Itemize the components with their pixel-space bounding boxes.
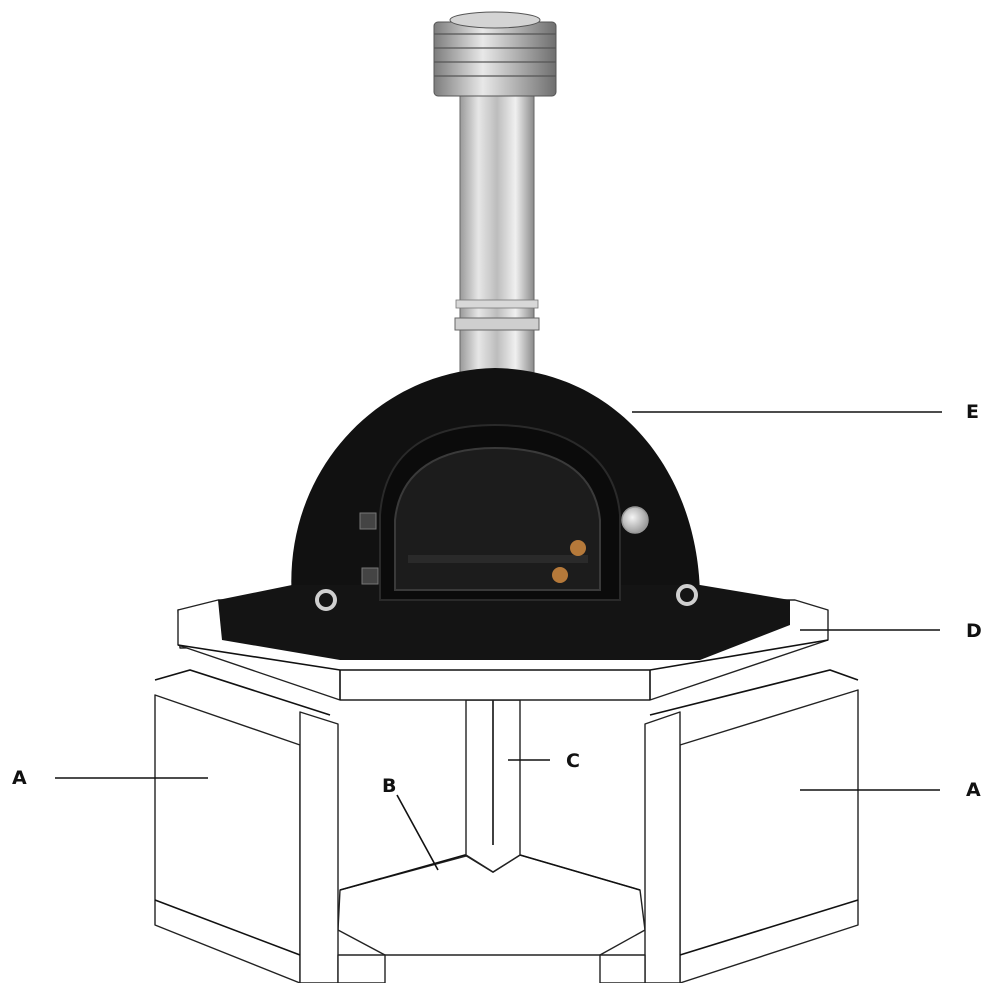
lift-ring-right bbox=[676, 584, 698, 606]
center-support bbox=[465, 699, 521, 873]
lift-ring-left bbox=[315, 589, 337, 611]
label-e: E bbox=[966, 401, 979, 423]
oven-base-flange bbox=[218, 585, 790, 660]
label-a-right: A bbox=[966, 779, 981, 801]
leader-b bbox=[396, 794, 439, 871]
label-a-left: A bbox=[12, 767, 27, 789]
door-knob-top bbox=[570, 540, 586, 556]
left-side-panel bbox=[154, 669, 339, 983]
stand-base bbox=[154, 669, 859, 983]
oven-door bbox=[394, 446, 601, 591]
label-d: D bbox=[966, 620, 982, 642]
label-c: C bbox=[566, 750, 580, 772]
pizza-oven bbox=[218, 11, 790, 660]
door-knob-bottom bbox=[552, 567, 568, 583]
chimney-pipe bbox=[459, 89, 535, 381]
chimney-cap bbox=[433, 11, 557, 97]
thermometer-gauge bbox=[621, 506, 649, 534]
label-b: B bbox=[382, 775, 396, 797]
right-side-panel bbox=[644, 669, 859, 983]
